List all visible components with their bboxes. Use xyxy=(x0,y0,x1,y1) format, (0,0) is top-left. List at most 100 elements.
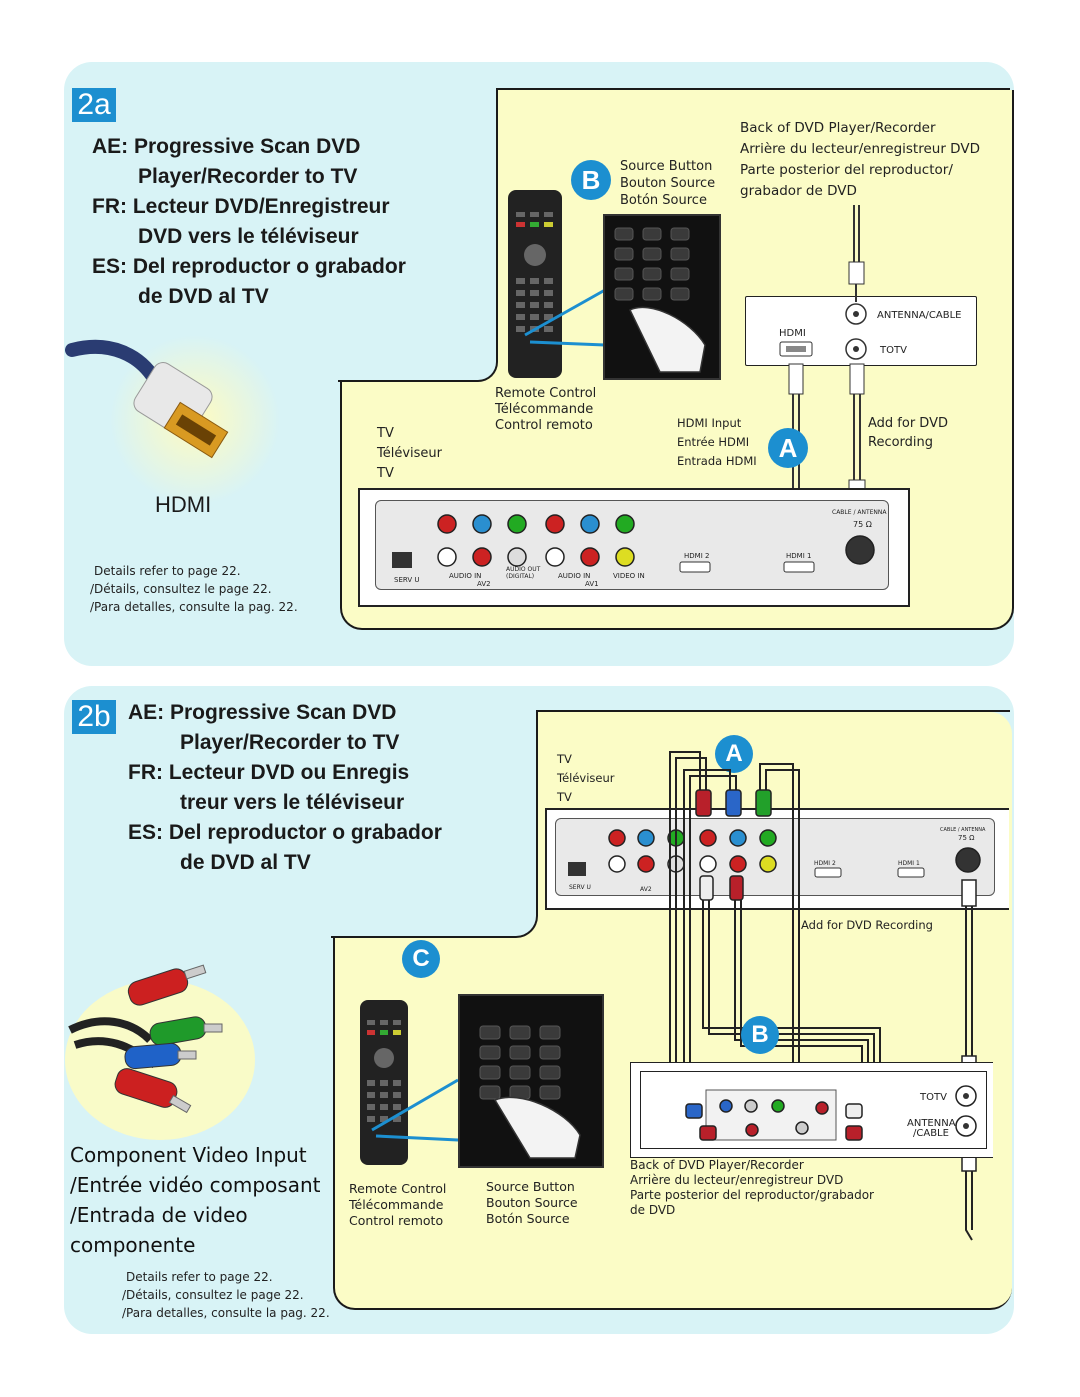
tv-label-2b: TV Téléviseur TV xyxy=(557,750,615,807)
tv-connector-panel-2b xyxy=(555,818,995,896)
tv-audio-in-label: AUDIO IN xyxy=(449,572,482,580)
tv-label-line: Téléviseur xyxy=(557,771,615,785)
remote-control-line: Télécommande xyxy=(495,402,594,417)
tv-hdmi2-label: HDMI 2 xyxy=(814,860,836,867)
dvd-totv-label: TOTV xyxy=(920,1092,947,1103)
details-line: /Détails, consultez le page 22. xyxy=(122,1288,304,1302)
title-line: AE: Progressive Scan DVD xyxy=(128,701,397,724)
title-line: de DVD al TV xyxy=(180,851,311,874)
cable-name-component: Component Video Input /Entrée vidéo comp… xyxy=(70,1140,320,1260)
hdmi-input-line: Entrée HDMI xyxy=(677,435,750,449)
back-of-dvd-line: Parte posterior del reproductor/ xyxy=(740,162,953,178)
tv-serv-u-label: SERV U xyxy=(569,884,591,891)
back-of-dvd-line: Arrière du lecteur/enregistreur DVD xyxy=(630,1173,844,1187)
tv-cable-antenna-label: CABLE / ANTENNA xyxy=(832,509,887,516)
source-button-label-2a: Source Button Bouton Source Botón Source xyxy=(620,158,715,209)
details-line: /Détails, consultez le page 22. xyxy=(90,582,272,596)
tv-av2-label: AV2 xyxy=(477,580,491,588)
remote-control-line: Télécommande xyxy=(349,1197,444,1212)
step-b-badge-2a: B xyxy=(571,160,611,200)
hdmi-input-line: Entrada HDMI xyxy=(677,454,757,468)
tv-label-line: TV xyxy=(377,466,394,481)
tv-hdmi1-label: HDMI 1 xyxy=(786,552,812,560)
dvd-hdmi-label: HDMI xyxy=(779,328,806,339)
tv-label-line: Téléviseur xyxy=(377,446,442,461)
title-line: treur vers le téléviseur xyxy=(180,791,405,814)
remote-control-line: Control remoto xyxy=(495,418,593,433)
title-line: de DVD al TV xyxy=(138,285,269,308)
title-2b: AE: Progressive Scan DVD Player/Recorder… xyxy=(128,698,442,878)
details-2a: Details refer to page 22. /Détails, cons… xyxy=(90,562,298,616)
cutout-2a xyxy=(338,88,498,382)
tv-label-line: TV xyxy=(557,790,572,804)
details-line: /Para detalles, consulte la pag. 22. xyxy=(122,1306,330,1320)
tv-label-line: TV xyxy=(557,752,572,766)
back-of-dvd-line: grabador de DVD xyxy=(740,183,857,199)
tv-digital-label: (DIGITAL) xyxy=(506,573,535,580)
title-2a: AE: Progressive Scan DVD Player/Recorder… xyxy=(92,132,406,312)
source-button-line: Botón Source xyxy=(620,193,707,208)
remote-zoom-2b xyxy=(458,994,604,1168)
source-button-line: Botón Source xyxy=(486,1211,570,1226)
title-line: AE: Progressive Scan DVD xyxy=(92,135,361,158)
title-line: ES: Del reproductor o grabador xyxy=(92,255,406,278)
hdmi-input-label: HDMI Input Entrée HDMI Entrada HDMI xyxy=(677,414,757,471)
tv-ohm-label: 75 Ω xyxy=(853,520,872,529)
tv-av1-label: AV1 xyxy=(585,580,599,588)
tv-audio-in-label: AUDIO IN xyxy=(558,572,591,580)
remote-control-label-2b: Remote Control Télécommande Control remo… xyxy=(349,1181,446,1229)
add-for-dvd-line: Add for DVD xyxy=(868,416,948,431)
step-c-badge-2b: C xyxy=(402,940,440,978)
cutout-top-2a xyxy=(496,88,1010,90)
details-line: Details refer to page 22. xyxy=(126,1270,273,1284)
title-line: Player/Recorder to TV xyxy=(180,731,400,754)
back-of-dvd-line: Arrière du lecteur/enregistreur DVD xyxy=(740,141,980,157)
title-line: FR: Lecteur DVD/Enregistreur xyxy=(92,195,390,218)
dvd-cable-label: /CABLE xyxy=(913,1128,949,1139)
tv-video-in-label: VIDEO IN xyxy=(613,572,645,580)
dvd-antenna-label: ANTENNA xyxy=(907,1118,956,1129)
title-line: Player/Recorder to TV xyxy=(138,165,358,188)
back-of-dvd-line: Back of DVD Player/Recorder xyxy=(740,120,936,136)
step-a-badge-2a: A xyxy=(768,428,808,468)
hdmi-input-line: HDMI Input xyxy=(677,416,742,430)
tv-label-2a: TV Téléviseur TV xyxy=(377,424,442,484)
add-for-dvd-label-2a: Add for DVD Recording xyxy=(868,414,948,452)
back-of-dvd-label-2a: Back of DVD Player/Recorder Arrière du l… xyxy=(740,118,980,202)
remote-control-2a xyxy=(508,190,562,378)
cable-name-line: Component Video Input xyxy=(70,1143,307,1167)
add-for-dvd-label-2b: Add for DVD Recording xyxy=(801,918,933,932)
remote-control-2b xyxy=(360,1000,408,1165)
back-of-dvd-line: de DVD xyxy=(630,1203,676,1217)
title-line: DVD vers le téléviseur xyxy=(138,225,359,248)
tv-cable-antenna-label: CABLE / ANTENNA xyxy=(940,827,986,833)
dvd-antenna-label: ANTENNA/CABLE xyxy=(877,310,962,321)
back-of-dvd-line: Parte posterior del reproductor/grabador xyxy=(630,1188,874,1202)
section-badge-2a: 2a xyxy=(72,88,116,122)
source-button-line: Bouton Source xyxy=(486,1195,578,1210)
back-of-dvd-label-2b: Back of DVD Player/Recorder Arrière du l… xyxy=(630,1158,874,1218)
step-b-badge-2b: B xyxy=(741,1016,779,1054)
remote-control-line: Remote Control xyxy=(495,386,597,401)
source-button-line: Source Button xyxy=(486,1179,575,1194)
dvd-totv-label: TOTV xyxy=(880,345,907,356)
tv-av2-label: AV2 xyxy=(640,886,652,893)
source-button-label-2b: Source Button Bouton Source Botón Source xyxy=(486,1179,578,1227)
back-of-dvd-line: Back of DVD Player/Recorder xyxy=(630,1158,804,1172)
cable-name-line: componente xyxy=(70,1233,196,1257)
source-button-line: Source Button xyxy=(620,159,713,174)
cable-name-line: /Entrada de video xyxy=(70,1203,248,1227)
tv-label-line: TV xyxy=(377,426,394,441)
details-2b: Details refer to page 22. /Détails, cons… xyxy=(122,1268,330,1322)
remote-control-label-2a: Remote Control Télécommande Control remo… xyxy=(495,386,596,434)
tv-audio-out-label: AUDIO OUT xyxy=(506,566,541,573)
details-line: /Para detalles, consulte la pag. 22. xyxy=(90,600,298,614)
cable-name-line: /Entrée vidéo composant xyxy=(70,1173,321,1197)
cutout-2b xyxy=(331,710,538,938)
step-a-badge-2b: A xyxy=(715,735,753,773)
cable-name-hdmi: HDMI xyxy=(155,492,212,517)
tv-hdmi2-label: HDMI 2 xyxy=(684,552,710,560)
remote-zoom-2a xyxy=(603,214,721,380)
details-line: Details refer to page 22. xyxy=(94,564,241,578)
tv-ohm-label: 75 Ω xyxy=(958,834,975,842)
